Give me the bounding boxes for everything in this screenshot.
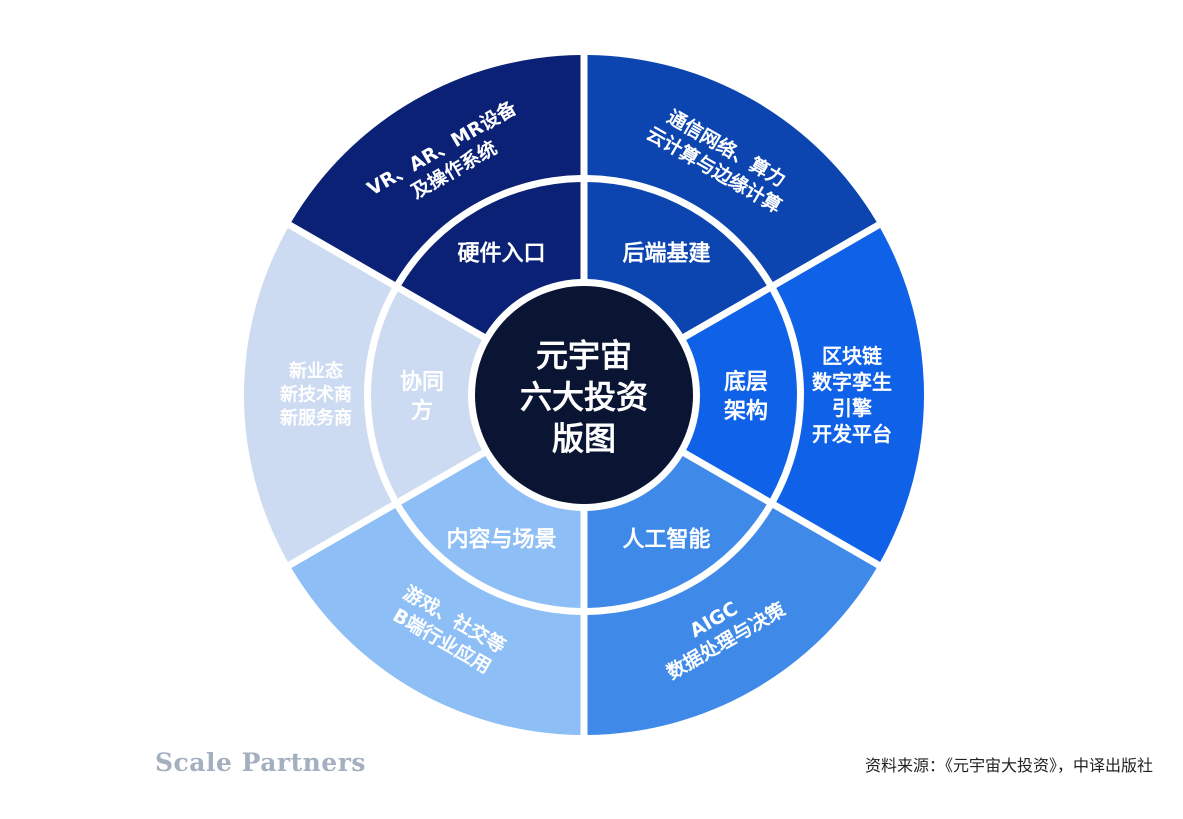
inner-segment-content [401,456,581,608]
outer-segment-content [291,508,581,735]
outer-label-base-line: 数字孪生 [812,370,892,394]
outer-segment-ai [587,508,877,735]
source-note: 资料来源：《元宇宙大投资》，中译出版社 [864,756,1153,775]
outer-label-collab-line: 新服务商 [280,407,352,429]
inner-label-backend-line: 后端基建 [622,242,710,267]
center-title-line: 六大投资 [520,378,648,416]
outer-segment-base [776,228,925,562]
center-circle [475,286,693,504]
outer-label-base-line: 区块链 [822,344,883,368]
inner-label-hardware: 硬件入口 [457,242,545,267]
outer-label-base-line: 引擎 [832,396,872,420]
outer-label-collab-line: 新技术商 [280,384,352,406]
inner-label-base-line: 架构 [724,398,768,424]
inner-segment-hardware [401,182,581,334]
outer-segment-backend [587,55,877,282]
inner-label-ai: 人工智能 [622,526,710,552]
outer-segment-collab [244,228,392,562]
center-title-line: 元宇宙 [536,336,632,374]
inner-segment-collab [370,291,482,499]
outer-label-collab-line: 新业态 [289,360,343,382]
inner-label-collab: 协同方 [400,370,444,424]
outer-label-base-line: 开发平台 [812,422,892,446]
inner-label-collab-line: 方 [411,398,433,424]
inner-label-ai-line: 人工智能 [622,526,710,552]
inner-label-hardware-line: 硬件入口 [457,242,545,267]
inner-segment-base [686,291,797,499]
inner-segment-ai [587,456,767,608]
inner-label-base-line: 底层 [724,369,768,395]
center-title-line: 版图 [552,420,616,458]
brand-watermark: Scale Partners [155,748,366,777]
inner-label-collab-line: 协同 [400,370,444,395]
inner-label-content: 内容与场景 [446,526,556,552]
inner-label-backend: 后端基建 [622,242,710,267]
outer-segment-hardware [291,55,581,282]
inner-label-content-line: 内容与场景 [446,526,556,552]
inner-segment-backend [587,182,767,334]
